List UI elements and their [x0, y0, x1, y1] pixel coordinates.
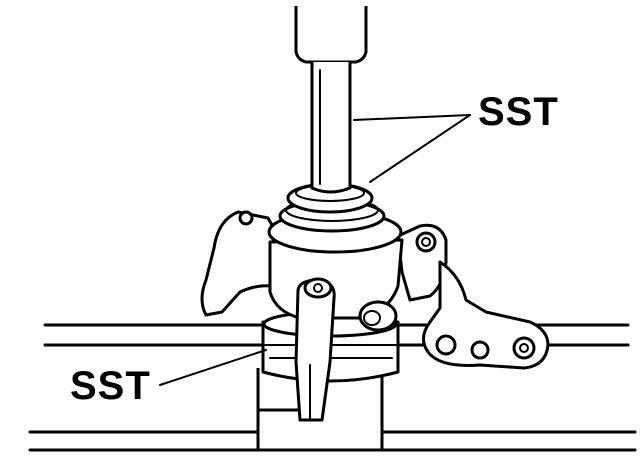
hub-bearing: [267, 182, 403, 254]
sst-label-top: SST: [478, 90, 559, 134]
leader-lines: [159, 114, 471, 386]
sst-label-bottom: SST: [70, 364, 151, 408]
steering-knuckle: [200, 210, 550, 422]
upper-sst-tool: [294, 6, 368, 194]
